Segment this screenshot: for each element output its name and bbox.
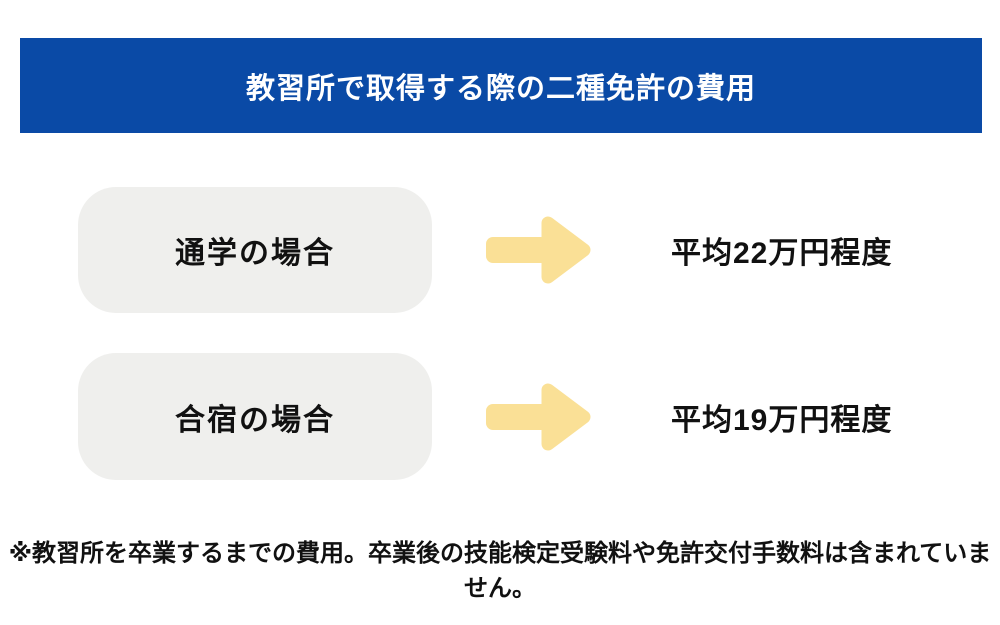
case-label: 合宿の場合 [175, 403, 335, 437]
cost-row-commuting: 通学の場合 平均22万円程度 [0, 187, 1000, 313]
right-arrow-icon [486, 216, 591, 284]
case-box-camp: 合宿の場合 [78, 353, 432, 480]
footnote: ※教習所を卒業するまでの費用。卒業後の技能検定受験料や免許交付手数料は含まれてい… [8, 540, 992, 602]
cost-row-camp: 合宿の場合 平均19万円程度 [0, 353, 1000, 480]
cost-value: 平均19万円程度 [671, 403, 893, 437]
title-bar: 教習所で取得する際の二種免許の費用 [20, 38, 982, 133]
right-arrow-icon [486, 383, 591, 450]
page-title: 教習所で取得する際の二種免許の費用 [245, 72, 756, 105]
cost-value: 平均22万円程度 [671, 237, 893, 270]
case-box-commuting: 通学の場合 [78, 187, 432, 313]
case-label: 通学の場合 [175, 237, 335, 270]
